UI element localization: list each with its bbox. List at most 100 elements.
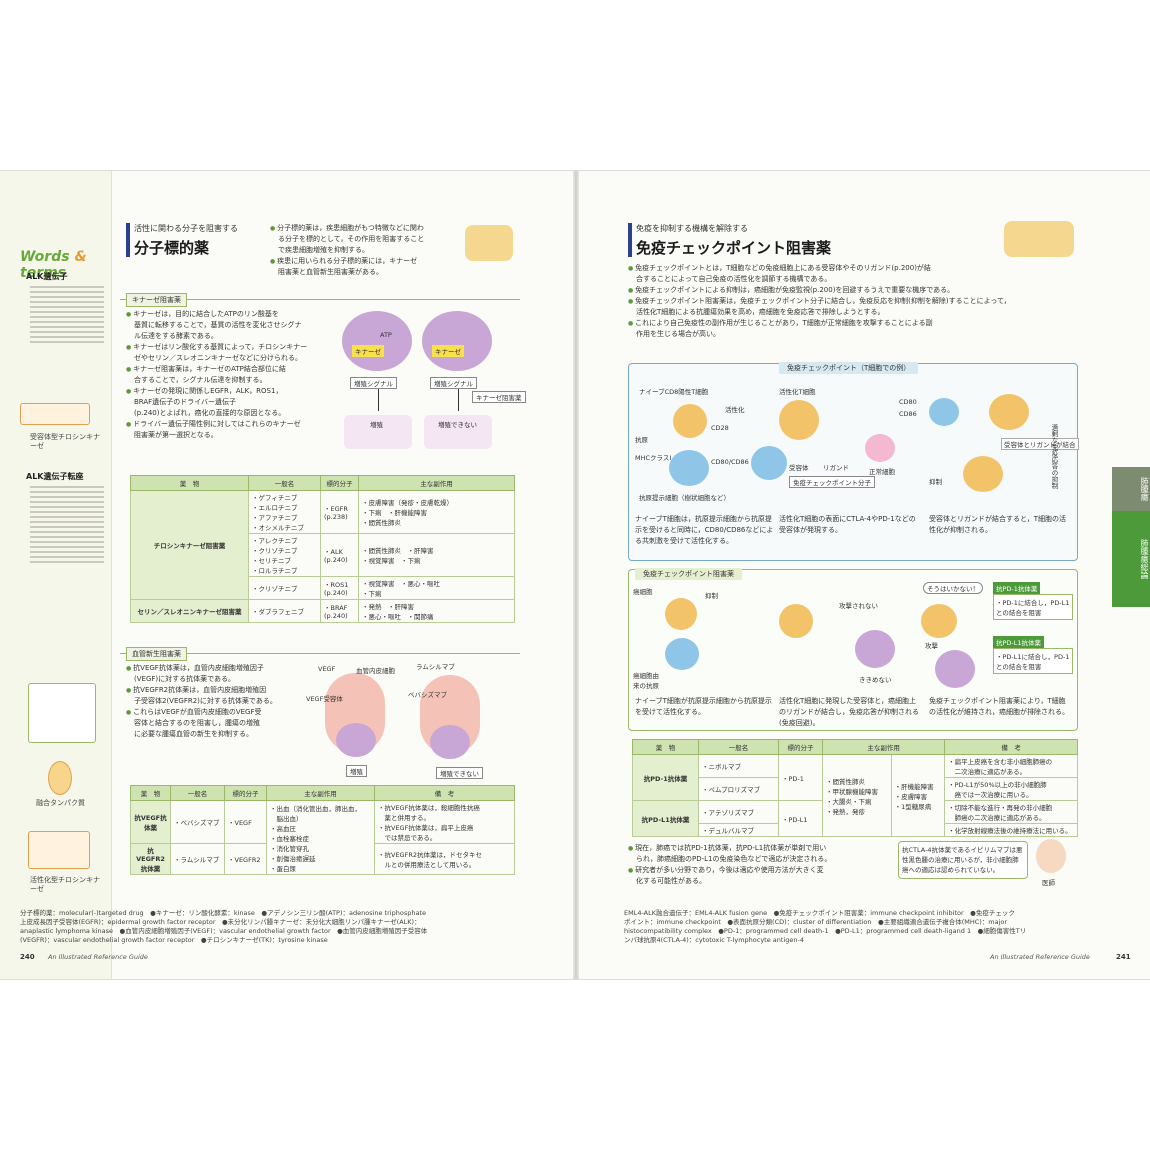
sidebar-caption-fusion: 融合タンパク質 [36,799,85,807]
t-cell-right [989,394,1029,430]
table-cell: ・ゲフィチニブ ・エルロチニブ ・アファチニブ ・オシメルチニブ [248,490,321,534]
sidebar-term-alk-translocation: ALK遺伝子転座 [26,472,84,481]
arrow-1 [378,389,379,411]
kinase-subhead: キナーゼ阻害薬 [126,293,187,307]
t-cell-2 [779,604,813,638]
th-effects: 主な副作用 [358,475,515,491]
page-number-left: 240 [20,953,35,961]
label-inhibit: 抑制 [705,592,718,600]
gutter [573,171,579,979]
table-cat: チロシンキナーゼ阻害薬 [130,490,249,600]
inhibitor-diagram: 免疫チェックポイント阻害薬 癌細胞 抑制 癌細胞由来の抗原 攻撃されない ききめ… [628,568,1078,731]
divider [120,299,520,300]
table-cell: ・発熱 ・肝障害 ・悪心・嘔吐 ・関節痛 [358,599,515,623]
intro-bullets: 分子標的薬は，疾患細胞がもつ特徴などに関わ る分子を標的として，その作用を阻害す… [270,223,460,278]
signal-label: 増殖シグナル [350,377,397,389]
table-cell: ・アテゾリズマブ [698,800,779,824]
th-target: 標的分子 [778,739,823,755]
table-cat: 抗PD-L1抗体薬 [632,800,699,837]
no-proliferation-label: 増殖できない [438,421,477,429]
sidebar-caption-active: 活性化型チロシンキナーゼ [30,876,100,893]
table-cell: ・肝機能障害 ・皮膚障害 ・1型糖尿病 [890,754,946,837]
th-notes: 備 考 [374,785,515,801]
no-proliferation-box [424,415,492,449]
table-row: 抗PD-L1抗体薬 ・アテゾリズマブ ・PD-L1 ・切除不能な進行・再発の非小… [632,800,1078,837]
bevacizumab-label: ベバシズマブ [408,691,447,699]
kinase-inhibitor-label: キナーゼ阻害薬 [472,391,526,403]
chromosome-illustration [28,683,96,743]
vegf-no-proliferation-label: 増殖できない [436,767,483,779]
diag2-note-2: 活性化T細胞に発現した受容体と，癌細胞上のリガンドが結合し，免疫応答が抑制される… [779,697,919,727]
arrow-2 [458,389,459,411]
label-mhc: MHCクラスI [635,454,672,462]
th-name: 一般名 [248,475,321,491]
table-cell: ・皮膚障害（発疹・皮膚乾燥） ・下痢 ・肝機能障害 ・間質性肺炎 [358,490,515,534]
label-cancer-antigen: 癌細胞由来の抗原 [633,672,659,690]
table-cell: ・アレクチニブ ・クリゾチニブ ・セリチニブ ・ロルラチニブ [248,533,321,577]
inhibited-cell-illustration [422,311,492,371]
th-name: 一般名 [698,739,779,755]
right-page: 免疫を抑制する機構を解除する 免疫チェックポイント阻害薬 免疫チェックポイントと… [622,213,1082,933]
label-not-attacked: 攻撃されない [839,602,878,610]
label-receptor: 受容体 [789,464,809,472]
table-row: ・クリゾチニブ ・ROS1 (p.240) ・視覚障害 ・悪心・嘔吐 ・下痢 [131,576,515,600]
table-row: チロシンキナーゼ阻害薬 ・ゲフィチニブ ・エルロチニブ ・アファチニブ ・オシメ… [130,490,515,600]
tumor-illustration-1 [336,723,376,757]
label-activated: 活性化T細胞 [779,388,816,396]
vegf-bullets: 抗VEGF抗体薬は，血管内皮細胞増殖因子 (VEGF)に対する抗体薬である。 抗… [126,663,314,740]
book-spread: Words & terms ALK遺伝子 受容体型チロシンキナーゼ ALK遺伝子… [0,170,1150,980]
table-cat: セリン／スレオニンキナーゼ阻害薬 [130,599,249,623]
table-cat: 抗VEGF抗体薬 [130,800,171,844]
tab-lung-tumor[interactable]: 肺腫瘍 [1112,467,1150,511]
table-cell: ・ALK (p.240) [320,533,359,577]
tab-lung-tumor-general[interactable]: 肺腫瘍総論 [1112,511,1150,607]
kinase-label-2: キナーゼ [432,345,464,357]
th-drug: 薬 物 [130,785,171,801]
label-bound: 受容体とリガンドが結合 [1001,438,1079,450]
activated-t-cell [779,400,819,440]
right-footer-notes: EML4-ALK融合遺伝子：EML4-ALK fusion gene ●免疫チェ… [624,909,1027,944]
label-apc: 抗原提示細胞（樹状細胞など） [639,494,730,502]
fusion-protein-illustration [48,761,72,795]
running-footer-left: An Illustrated Reference Guide [48,953,148,961]
label-ineffective: ききめない [859,676,892,684]
divider-2 [120,653,520,654]
diagram-title: 免疫チェックポイント（T細胞での例） [779,362,919,374]
active-kinase-illustration [28,831,90,869]
vegf-subhead: 血管新生阻害薬 [126,647,187,661]
t-cell-right-2 [963,456,1003,492]
label-suppress: 過剰な免疫応答の抑制 [1050,424,1058,489]
table-cell: ・BRAF (p.240) [320,599,359,623]
running-footer-right: An Illustrated Reference Guide [990,953,1090,961]
table-cat: 抗PD-1抗体薬 [632,754,699,801]
label-anti-pdl1: 抗PD-L1抗体薬 [993,636,1045,648]
label-ligand: リガンド [823,464,849,472]
table-cell: ・ニボルマブ [698,754,779,778]
sidebar-term-alk: ALK遺伝子 [26,272,68,281]
doctor-caption: 医師 [1042,879,1055,887]
kinase-drug-table: 薬 物 一般名 標的分子 主な副作用 チロシンキナーゼ阻害薬 ・ゲフィチニブ ・… [130,475,515,623]
words-terms-sidebar: Words & terms ALK遺伝子 受容体型チロシンキナーゼ ALK遺伝子… [0,171,112,979]
table-cell: ・デュルバルマブ [698,823,779,837]
diag2-note-1: ナイーブT細胞が抗原提示細胞から抗原提示を受けて活性化する。 [635,697,772,716]
table-cell: ・EGFR (p.238) [320,490,359,534]
atp-label: ATP [380,331,392,339]
label-cd80-86: CD80/CD86 [711,458,749,466]
table-cell: ・VEGF [224,800,267,844]
label-attack: 攻撃 [925,642,938,650]
section-bar [126,223,130,257]
label-cd80: CD80 [899,398,917,406]
ramucirumab-label: ラムシルマブ [416,663,455,671]
table-cell: ・間質性肺炎 ・肝障害 ・視覚障害 ・下痢 [358,533,515,577]
checkpoint-bullets: 免疫チェックポイントとは，T細胞などの免疫細胞上にある受容体やそのリガンド(p.… [628,263,1078,340]
th-effects: 主な副作用 [821,739,946,755]
anti-pd1-desc: ・PD-1に結合し，PD-L1との結合を阻害 [993,594,1073,620]
label-cd28: CD28 [711,424,729,432]
naive-t-cell [673,404,707,438]
section-bar [628,223,632,257]
label-cd86: CD86 [899,410,917,418]
table-row: 抗VEGF抗体薬 ・ベバシズマブ ・VEGF ・出血（消化管出血，肺出血， 脳出… [130,800,515,875]
section-title: 免疫チェックポイント阻害薬 [636,239,832,257]
aside-note: 抗CTLA-4抗体薬であるイピリムマブは悪性黒色腫の治療に用いるが，非小細胞肺癌… [898,841,1028,879]
table-cell: ・出血（消化管出血，肺出血， 脳出血） ・高血圧 ・血栓塞栓症 ・消化管穿孔 ・… [266,800,375,875]
